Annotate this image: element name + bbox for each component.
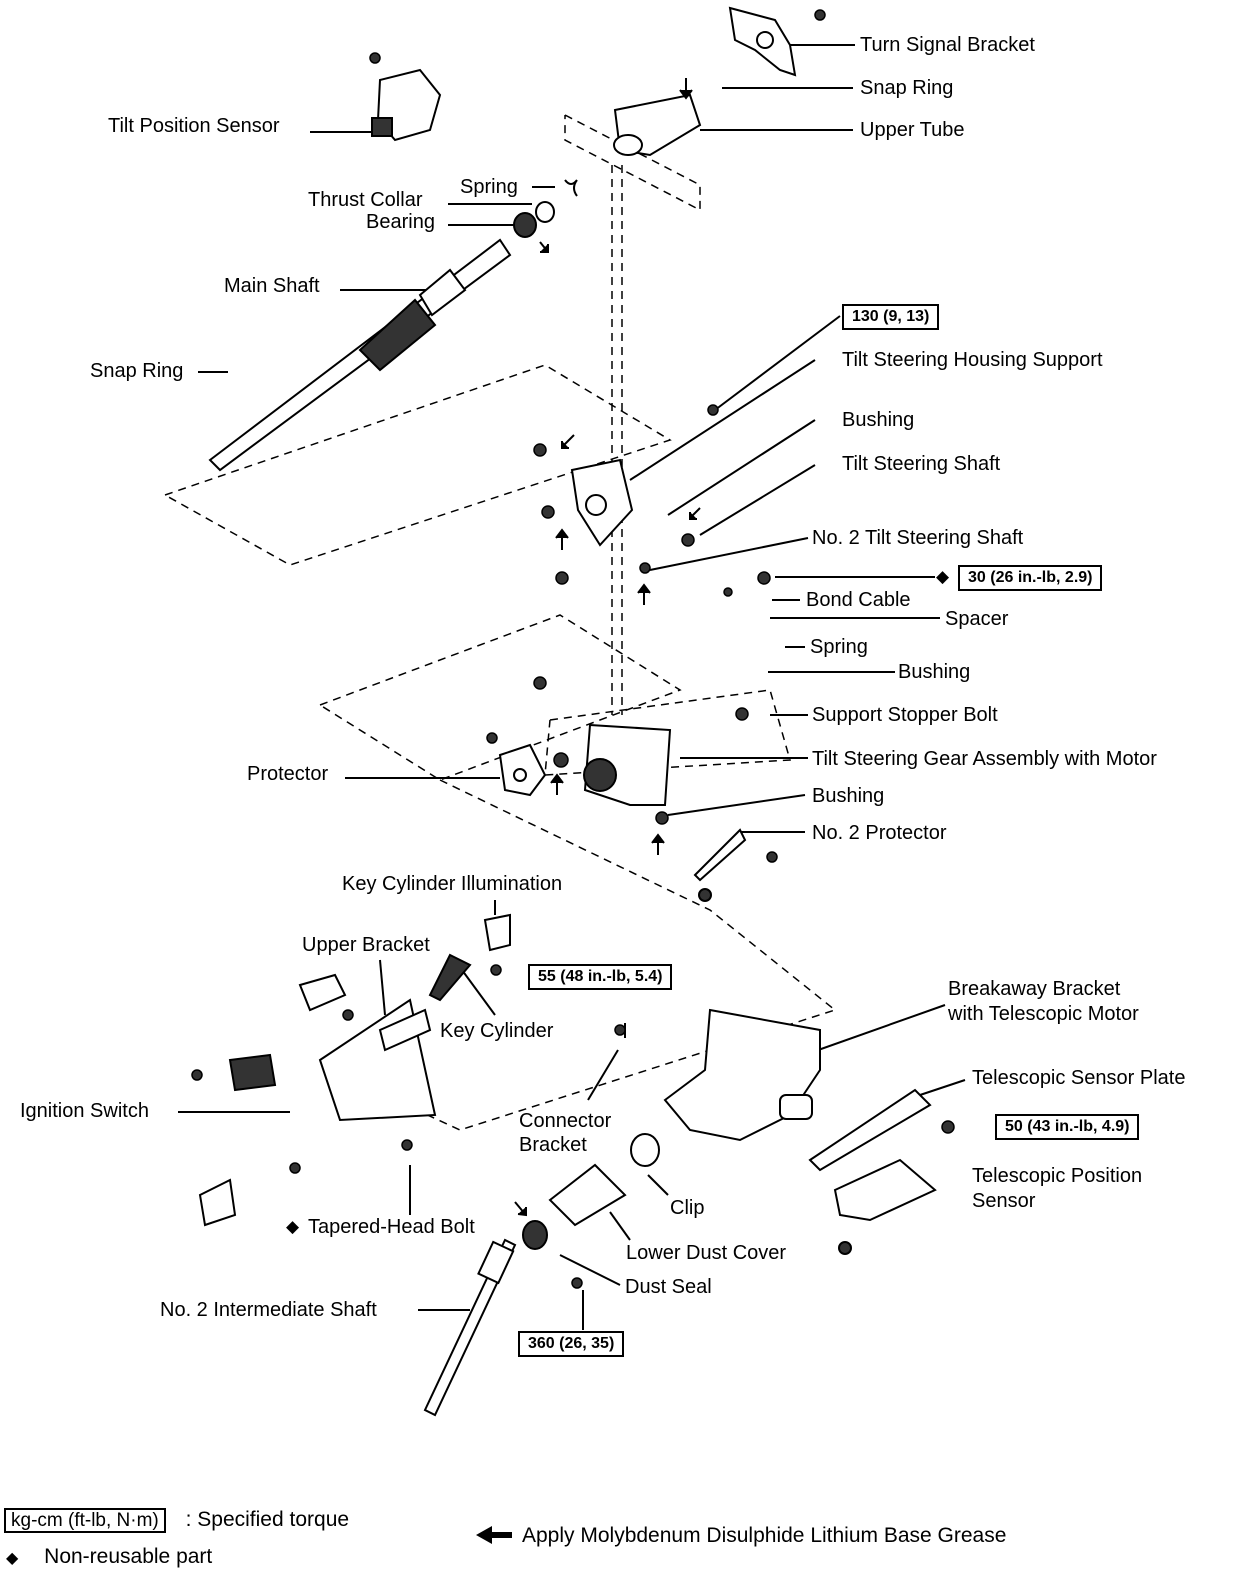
label-no2-protector: No. 2 Protector — [812, 822, 947, 844]
label-snap-ring-top: Snap Ring — [860, 77, 954, 99]
non-reusable-diamond-icon: ◆ — [286, 1217, 300, 1236]
label-upper-tube: Upper Tube — [860, 119, 965, 141]
label-breakaway-bracket-2: with Telescopic Motor — [948, 1003, 1139, 1025]
legend-torque-unit: kg-cm (ft-lb, N·m) — [4, 1508, 166, 1533]
label-key-cylinder: Key Cylinder — [440, 1020, 554, 1042]
torque-50: 50 (43 in.-lb, 4.9) — [995, 1114, 1140, 1140]
torque-360: 360 (26, 35) — [518, 1331, 625, 1357]
legend-grease-text: Apply Molybdenum Disulphide Lithium Base… — [522, 1524, 1007, 1547]
label-protector: Protector — [247, 763, 329, 785]
torque-130: 130 (9, 13) — [842, 304, 940, 330]
label-tilt-steering-shaft: Tilt Steering Shaft — [842, 453, 1001, 475]
non-reusable-diamond-icon: ◆ — [936, 567, 950, 586]
legend-grease-arrow-icon — [476, 1526, 512, 1544]
torque-55: 55 (48 in.-lb, 5.4) — [528, 964, 673, 990]
label-lower-dust-cover: Lower Dust Cover — [626, 1242, 787, 1264]
label-bond-cable: Bond Cable — [806, 589, 911, 611]
label-main-shaft: Main Shaft — [224, 275, 320, 297]
label-bearing: Bearing — [366, 211, 435, 233]
label-bushing-3: Bushing — [812, 785, 885, 807]
label-breakaway-bracket-1: Breakaway Bracket — [948, 978, 1121, 1000]
label-connector-bracket-2: Bracket — [519, 1134, 587, 1156]
label-bushing-2: Bushing — [898, 661, 971, 683]
label-support-stopper-bolt: Support Stopper Bolt — [812, 704, 998, 726]
grease-arrow-icon — [514, 78, 701, 1217]
label-key-cylinder-illumination: Key Cylinder Illumination — [342, 873, 563, 895]
label-connector-bracket-1: Connector — [519, 1110, 612, 1132]
legend-torque: kg-cm (ft-lb, N·m) : Specified torque — [4, 1508, 350, 1533]
label-upper-bracket: Upper Bracket — [302, 934, 430, 956]
legend-non-reusable: ◆ Non-reusable part — [6, 1545, 212, 1569]
label-telescopic-position-sensor-1: Telescopic Position — [972, 1165, 1143, 1187]
label-dust-seal: Dust Seal — [625, 1276, 712, 1298]
label-snap-ring-left: Snap Ring — [90, 360, 184, 382]
label-telescopic-sensor-plate: Telescopic Sensor Plate — [972, 1067, 1186, 1089]
label-tilt-steering-gear-assembly: Tilt Steering Gear Assembly with Motor — [812, 748, 1157, 770]
label-clip: Clip — [670, 1197, 705, 1219]
label-tilt-steering-housing-support: Tilt Steering Housing Support — [842, 349, 1103, 371]
label-telescopic-position-sensor-2: Sensor — [972, 1190, 1036, 1212]
non-reusable-diamond-icon: ◆ — [6, 1550, 19, 1567]
label-no2-tilt-steering-shaft: No. 2 Tilt Steering Shaft — [812, 527, 1024, 549]
label-spacer: Spacer — [945, 608, 1009, 630]
label-bushing-1: Bushing — [842, 409, 915, 431]
label-tapered-head-bolt: Tapered-Head Bolt — [308, 1216, 475, 1238]
label-thrust-collar: Thrust Collar — [308, 189, 423, 211]
label-spring-top: Spring — [460, 176, 518, 198]
legend-torque-desc: : Specified torque — [185, 1508, 350, 1531]
torque-30: 30 (26 in.-lb, 2.9) — [958, 565, 1103, 591]
label-turn-signal-bracket: Turn Signal Bracket — [860, 34, 1035, 56]
label-tilt-position-sensor: Tilt Position Sensor — [108, 115, 280, 137]
legend-non-reusable-text: Non-reusable part — [44, 1545, 213, 1568]
label-no2-intermediate-shaft: No. 2 Intermediate Shaft — [160, 1299, 377, 1321]
label-ignition-switch: Ignition Switch — [20, 1100, 149, 1122]
label-spring-mid: Spring — [810, 636, 868, 658]
